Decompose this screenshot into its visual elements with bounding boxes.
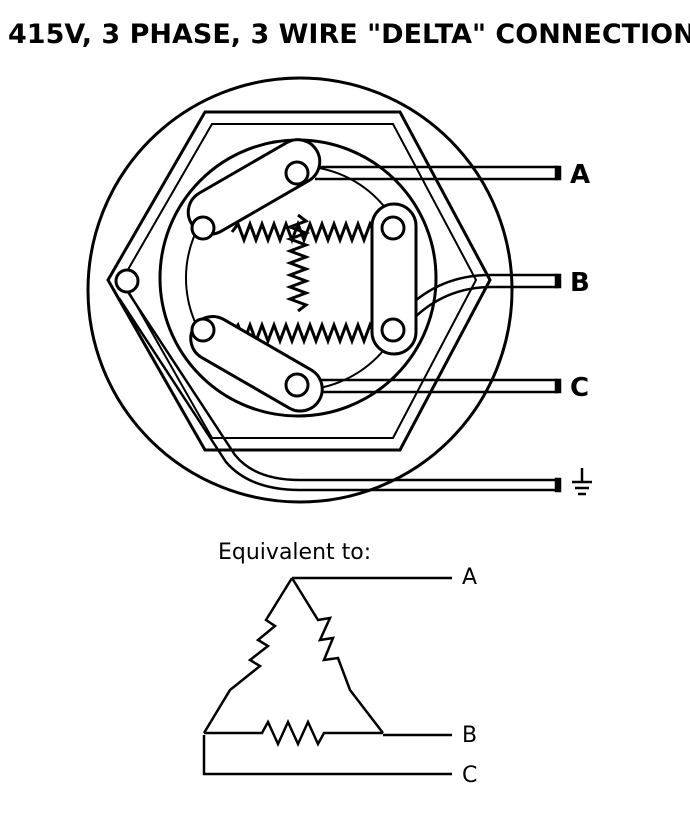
- lead-c: [202, 735, 452, 776]
- equivalent-label-c: C: [462, 763, 477, 788]
- link-top-left: [186, 138, 322, 236]
- equivalent-heading: Equivalent to:: [218, 540, 371, 565]
- diagram-title: 415V, 3 PHASE, 3 WIRE "DELTA" CONNECTION: [8, 19, 690, 50]
- terminal-label-c: C: [570, 373, 589, 403]
- stud-a: [284, 160, 310, 186]
- equivalent-schematic: [202, 576, 452, 776]
- equivalent-label-b: B: [462, 723, 477, 748]
- earth-ground-icon: [572, 468, 592, 496]
- lead-wires: [117, 165, 562, 493]
- terminal-hexagon: [106, 110, 492, 452]
- housing-outer-ring: [86, 76, 514, 504]
- link-right: [370, 202, 418, 356]
- resistor-left: [202, 577, 294, 734]
- terminal-label-a: A: [570, 160, 590, 190]
- resistor-bottom: [204, 718, 383, 748]
- winding-top: [230, 219, 376, 245]
- equivalent-label-a: A: [462, 565, 477, 590]
- terminal-links: [186, 138, 418, 413]
- resistor-right: [290, 577, 384, 734]
- winding-vertical: [285, 213, 311, 313]
- delta-windings: [230, 213, 376, 346]
- stud-earth: [114, 268, 140, 294]
- stud-c: [284, 372, 310, 398]
- terminal-label-b: B: [570, 268, 590, 298]
- terminal-studs: [114, 160, 406, 398]
